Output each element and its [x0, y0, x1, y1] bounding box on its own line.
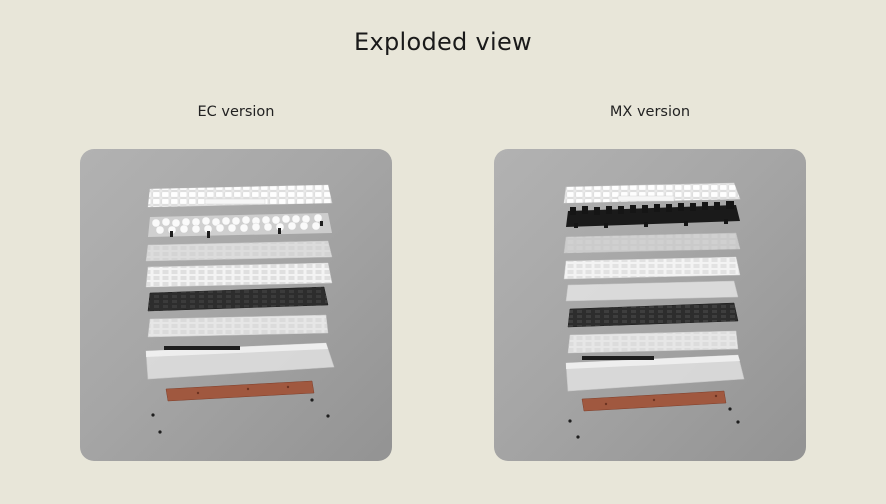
copper-weight-layer [581, 390, 727, 412]
switch-plate-layer [145, 240, 333, 262]
ec-exploded-keyboard-illustration [145, 184, 335, 434]
copper-weight-layer [165, 380, 315, 402]
page-title: Exploded view [354, 28, 532, 56]
steel-plate-layer [567, 302, 739, 328]
mx-version-image [494, 149, 806, 461]
pcb-layer [145, 262, 333, 288]
case-layer [565, 354, 745, 392]
plate-layer [563, 232, 741, 254]
mx-exploded-keyboard-illustration [563, 182, 745, 439]
keycaps-layer [147, 184, 333, 208]
keycaps-layer [563, 182, 741, 204]
ec-version-image [80, 149, 392, 461]
screws [151, 398, 330, 434]
mx-version-caption: MX version [609, 104, 691, 120]
ec-switches-layer [148, 213, 332, 238]
foam-top-layer [565, 280, 739, 302]
screws [568, 407, 740, 439]
foam-layer [147, 314, 329, 338]
steel-plate-layer [147, 286, 329, 312]
ec-version-caption: EC version [197, 104, 275, 120]
case-layer [145, 342, 335, 380]
mx-switches-layer [566, 201, 740, 228]
foam-layer [567, 330, 739, 354]
pcb-layer [563, 256, 741, 280]
